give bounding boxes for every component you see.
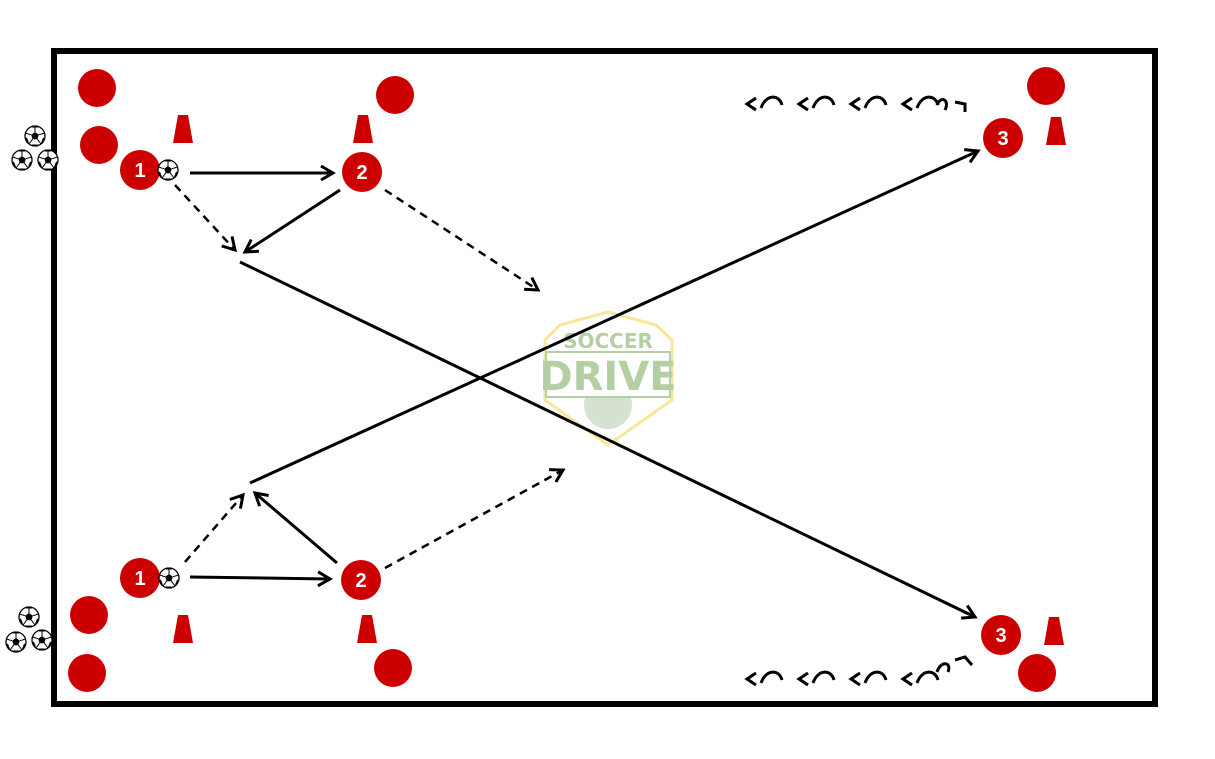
disc-markers [68,67,1065,692]
disc-marker [376,76,414,114]
ball-icon [158,567,180,589]
long-pass-arrow [249,148,981,485]
run-arrow [384,468,566,570]
player-top-1: 1 [120,150,160,190]
dribble-arrows [744,95,974,687]
ball-icon [18,606,40,628]
soccer-drive-logo: SOCCER DRIVE [539,310,677,447]
pass-arrow [189,570,333,588]
player-bottom-3: 3 [981,615,1021,655]
disc-marker [1018,654,1056,692]
ball-icon [37,149,59,171]
ball-icon [31,629,53,651]
player-top-3: 3 [983,118,1023,158]
player-top-2: 2 [342,152,382,192]
player-number: 3 [997,128,1008,150]
disc-marker [1027,67,1065,105]
run-arrows [174,184,566,570]
player-number: 1 [134,568,145,590]
ball-supply-bottom [5,606,53,653]
player-bottom-1: 1 [120,558,160,598]
pass-arrow [252,491,338,565]
dribble-arrow-bottom [744,655,974,687]
player-number: 2 [356,162,367,184]
disc-marker [80,126,118,164]
pass-arrows [189,148,981,620]
disc-marker [70,596,108,634]
player-number: 1 [134,160,145,182]
run-arrow [174,184,238,253]
dribble-arrow-top [744,95,967,112]
disc-marker [78,69,116,107]
logo-text-drive: DRIVE [539,354,676,400]
long-pass-arrow [239,260,978,620]
player-number: 2 [355,570,366,592]
player-bottom-2: 2 [341,560,381,600]
ball-icon [24,125,46,147]
ball-icon [11,149,33,171]
run-arrow [384,188,541,292]
disc-marker [68,654,106,692]
player-number: 3 [995,625,1006,647]
ball-icon [5,631,27,653]
pass-arrow [242,188,341,254]
ball-icon [157,159,179,181]
run-arrow [184,492,245,563]
disc-marker [374,649,412,687]
